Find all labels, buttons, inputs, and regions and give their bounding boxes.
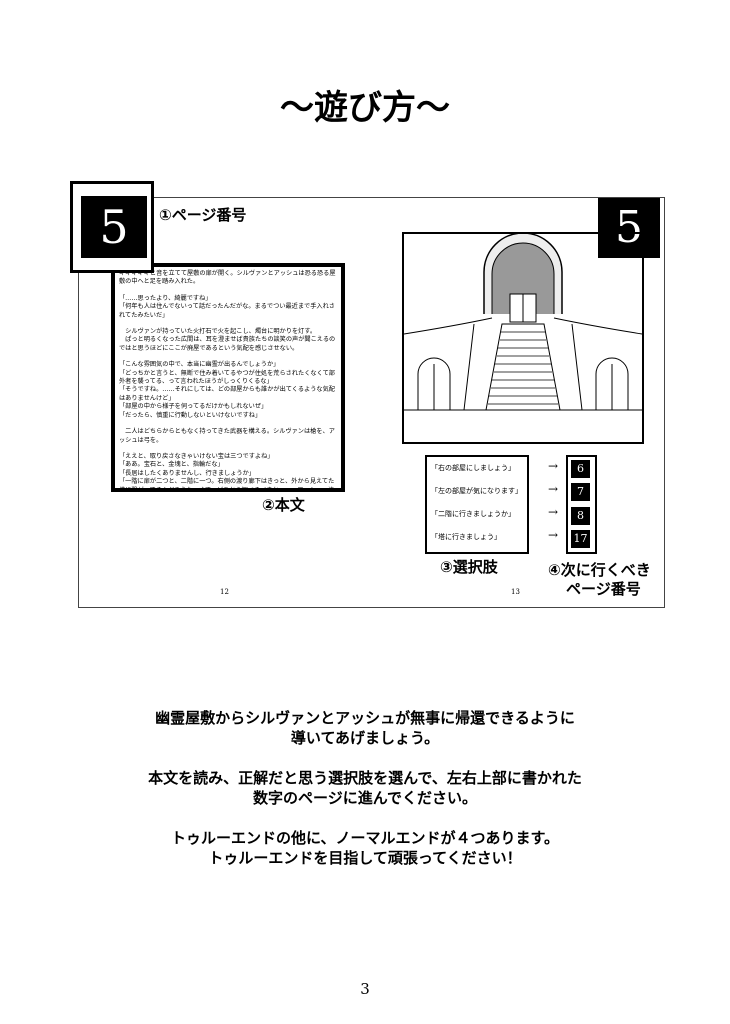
label-body: ②本文 bbox=[262, 496, 305, 514]
next-page-numbers-frame: 6 7 8 17 bbox=[566, 455, 597, 554]
label-choices: ③選択肢 bbox=[440, 558, 498, 576]
choice-item: 「右の部屋にしましょう」 bbox=[431, 464, 515, 472]
body-text-frame: ギギギギギと音を立てて屋敷の扉が開く。シルヴァンとアッシュは恐る恐る屋敷の中へと… bbox=[111, 263, 345, 492]
body-paragraph: シルヴァンが持っていた火打石で火を起こし、燭台に明かりを灯す。 ぱっと明るくなっ… bbox=[119, 328, 336, 352]
body-paragraph: 「……思ったより、綺麗ですね」 「何年も人は住んでないって話だったんだがな。まる… bbox=[119, 294, 335, 319]
body-paragraph: ギギギギギと音を立てて屋敷の扉が開く。シルヴァンとアッシュは恐る恐る屋敷の中へと… bbox=[119, 270, 336, 286]
arrow-icon: → bbox=[548, 459, 559, 473]
next-page-number: 6 bbox=[571, 460, 590, 478]
next-page-number: 8 bbox=[571, 507, 590, 525]
label-page-number: ①ページ番号 bbox=[159, 206, 247, 224]
page-number: 3 bbox=[360, 980, 370, 998]
page-title: 〜遊び方〜 bbox=[280, 88, 450, 128]
instruction-paragraph: 本文を読み、正解だと思う選択肢を選んで、左右上部に書かれた 数字のページに進んで… bbox=[148, 769, 582, 807]
arrow-icon: → bbox=[548, 505, 559, 519]
instruction-paragraph: 幽霊屋敷からシルヴァンとアッシュが無事に帰還できるように 導いてあげましょう。 bbox=[155, 709, 575, 747]
right-page-number: 5 bbox=[598, 198, 660, 258]
body-text: ギギギギギと音を立てて屋敷の扉が開く。シルヴァンとアッシュは恐る恐る屋敷の中へと… bbox=[115, 267, 341, 492]
body-paragraph: 「こんな雰囲気の中で、本当に幽霊が出るんでしょうか」 「どっちかと言うと、無断で… bbox=[119, 361, 335, 419]
instructions: 幽霊屋敷からシルヴァンとアッシュが無事に帰還できるように 導いてあげましょう。 … bbox=[0, 708, 730, 888]
instruction-paragraph: トゥルーエンドの他に、ノーマルエンドが４つあります。 トゥルーエンドを目指して頑… bbox=[170, 829, 560, 867]
arrow-icon: → bbox=[548, 528, 559, 542]
body-paragraph: 「ええと、取り戻さなきゃいけない宝は三つですよね」 「ああ。宝石と、金塊と、指輪… bbox=[119, 452, 335, 492]
mansion-hall-illustration bbox=[402, 232, 644, 444]
choice-item: 「二階に行きましょうか」 bbox=[431, 510, 515, 518]
body-paragraph: 二人はどちらからともなく持ってきた武器を構える。シルヴァンは槍を、アッシュは弓を… bbox=[119, 428, 335, 444]
arrow-icon: → bbox=[548, 482, 559, 496]
page-number-highlight: 5 bbox=[70, 181, 154, 273]
left-folio: 12 bbox=[220, 588, 229, 596]
left-page-number: 5 bbox=[81, 196, 147, 258]
next-page-number: 7 bbox=[571, 483, 590, 501]
right-folio: 13 bbox=[511, 588, 520, 596]
mansion-hall-drawing bbox=[403, 232, 643, 411]
label-next-page-2: ページ番号 bbox=[566, 580, 641, 598]
next-page-number: 17 bbox=[571, 530, 590, 548]
book-spread-example bbox=[78, 197, 665, 608]
choice-item: 「塔に行きましょう」 bbox=[431, 533, 501, 541]
choice-item: 「左の部屋が気になります」 bbox=[431, 487, 522, 495]
label-next-page-1: ④次に行くべき bbox=[548, 561, 651, 579]
choices-frame: 「右の部屋にしましょう」 「左の部屋が気になります」 「二階に行きましょうか」 … bbox=[425, 455, 529, 554]
